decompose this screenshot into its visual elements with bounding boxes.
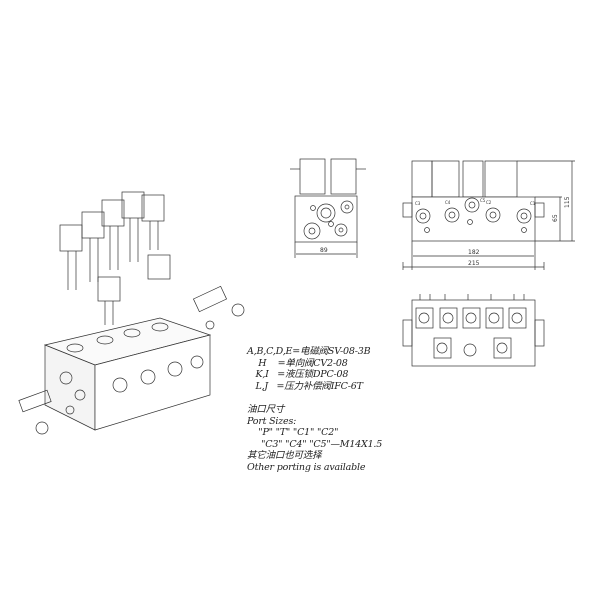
legend-line: A,B,C,D,E=电磁阀SV-08-3B: [247, 346, 371, 357]
isometric-ports: [59, 322, 204, 401]
dimension-front-inner: 182: [468, 249, 480, 256]
other-porting-en: Other porting is available: [247, 461, 366, 473]
port-label-c1: C1: [530, 201, 536, 206]
front-view: C3 C4 C5 C2 C1 182 215 65 115: [402, 160, 575, 270]
front-ports: [415, 197, 532, 233]
dimension-total-height: 115: [564, 196, 571, 208]
port-label-c4: C4: [445, 200, 451, 205]
isometric-loose-fittings: [18, 285, 245, 435]
port-label-c3: C3: [415, 201, 421, 206]
dimension-body-height: 65: [552, 214, 559, 222]
ports-title-cn: 油口尺寸: [247, 404, 285, 415]
legend-notes: A,B,C,D,E=电磁阀SV-08-3B H =单向阀CV2-08 K,I =…: [247, 346, 382, 473]
other-porting-cn: 其它油口也可选择: [247, 450, 322, 461]
side-view: 89: [290, 158, 366, 258]
dimension-front-total: 215: [468, 260, 480, 267]
legend-line: K,I =液压锁DPC-08: [247, 369, 349, 380]
ports-line-2: "C3" "C4" "C5"—M14X1.5: [247, 438, 383, 450]
dimension-side-width: 89: [320, 247, 328, 254]
top-view: [402, 294, 545, 367]
legend-line: H =单向阀CV2-08: [247, 357, 348, 369]
port-label-c2: C2: [486, 200, 492, 205]
port-label-c5: C5: [480, 198, 486, 203]
isometric-manifold-view: [18, 191, 245, 435]
ports-line-1: "P" "T" "C1" "C2": [247, 427, 339, 438]
isometric-solenoid-coils: [59, 191, 171, 325]
ports-title-en: Port Sizes:: [247, 415, 297, 427]
legend-line: L,J =压力补偿阀IFC-6T: [247, 380, 363, 392]
